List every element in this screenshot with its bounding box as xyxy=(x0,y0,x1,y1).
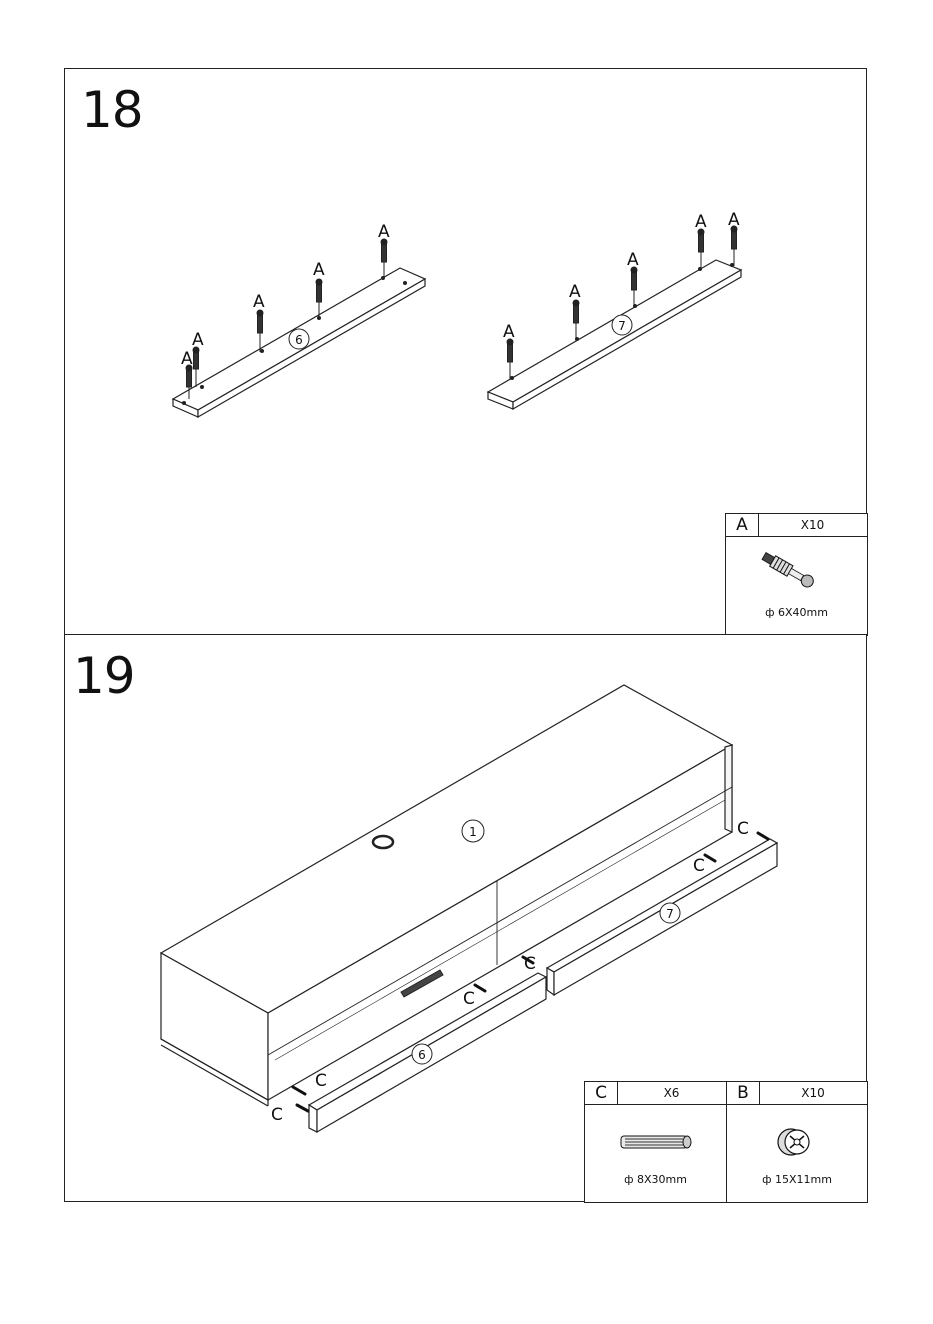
label-c: C xyxy=(693,856,705,876)
label-c: C xyxy=(315,1071,327,1091)
board-number-6: 6 xyxy=(289,329,309,349)
label-c: C xyxy=(524,954,536,974)
part-table-b: B X10 ф 15X11mm xyxy=(726,1081,868,1203)
part-table-a: A X10 ф 6X40mm xyxy=(725,513,868,636)
board-number-7: 7 xyxy=(660,903,680,923)
label-a: A xyxy=(192,330,204,350)
svg-text:6: 6 xyxy=(295,333,303,347)
step-18-panel: 18 xyxy=(64,68,867,635)
label-a: A xyxy=(503,322,515,342)
label-a: A xyxy=(569,282,581,302)
part-table-c: C X6 ф 8X30mm xyxy=(584,1081,727,1203)
fastener-labels: A A A A A A A A A A xyxy=(181,210,740,369)
cam-bolts-board-7 xyxy=(507,226,737,379)
label-a: A xyxy=(728,210,740,230)
label-a: A xyxy=(181,349,193,369)
svg-text:6: 6 xyxy=(418,1048,426,1062)
svg-text:7: 7 xyxy=(618,319,626,333)
part-dimension: ф 15X11mm xyxy=(727,1173,867,1186)
label-c: C xyxy=(737,819,749,839)
label-a: A xyxy=(313,260,325,280)
label-a: A xyxy=(253,292,265,312)
board-number-1: 1 xyxy=(462,820,484,842)
step-19-panel: 19 xyxy=(64,634,867,1202)
svg-text:7: 7 xyxy=(666,907,674,921)
label-a: A xyxy=(378,222,390,242)
label-c: C xyxy=(271,1105,283,1125)
svg-text:1: 1 xyxy=(469,825,477,839)
label-a: A xyxy=(627,250,639,270)
label-c: C xyxy=(463,989,475,1009)
board-number-7: 7 xyxy=(612,315,632,335)
board-number-6: 6 xyxy=(412,1044,432,1064)
cable-grommet xyxy=(373,836,393,848)
label-a: A xyxy=(695,212,707,232)
part-dimension: ф 8X30mm xyxy=(585,1173,726,1186)
part-dimension: ф 6X40mm xyxy=(726,606,867,619)
board-7 xyxy=(488,260,741,409)
